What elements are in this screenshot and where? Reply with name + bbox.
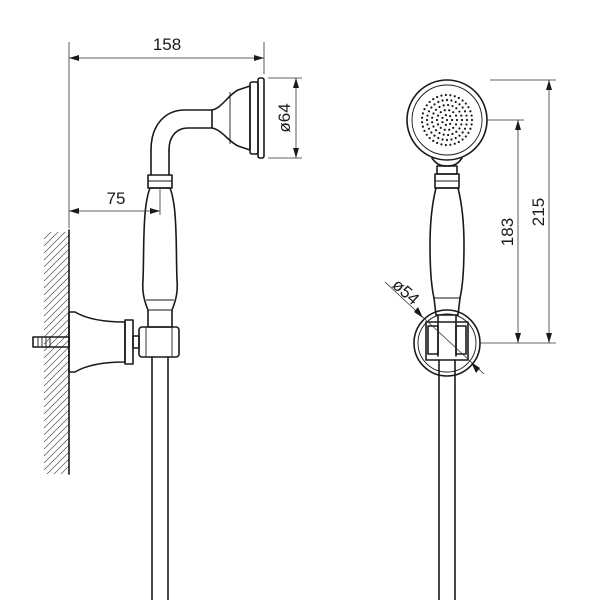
- shower-head-front: [406, 79, 488, 167]
- handle-front: [429, 165, 465, 316]
- dim-overall-height: 215: [480, 79, 556, 344]
- dim-wall-offset: 75: [69, 188, 161, 215]
- nozzle-pattern: [421, 93, 474, 147]
- dim-label-o54: ø54: [388, 275, 422, 309]
- dim-label-75: 75: [107, 189, 126, 208]
- side-view: 158 75 ø64: [32, 35, 302, 600]
- hose-front: [438, 359, 456, 600]
- dim-label-o64: ø64: [275, 103, 294, 132]
- hose-side: [151, 356, 169, 600]
- dim-bracket-height: 183: [486, 119, 524, 343]
- wall-bracket-front: [413, 309, 481, 377]
- dim-label-183: 183: [498, 218, 517, 246]
- dim-overall-width: 158: [68, 35, 265, 228]
- dim-label-215: 215: [529, 198, 548, 226]
- holder-clamp-side: [138, 326, 180, 358]
- dim-label-158: 158: [153, 35, 181, 54]
- dim-head-diameter: ø64: [268, 77, 302, 159]
- wall-hatching: [44, 232, 69, 474]
- handle-side: [141, 77, 265, 328]
- front-view: 215 183 ø54: [384, 79, 556, 600]
- wall-bracket-side: [32, 311, 140, 373]
